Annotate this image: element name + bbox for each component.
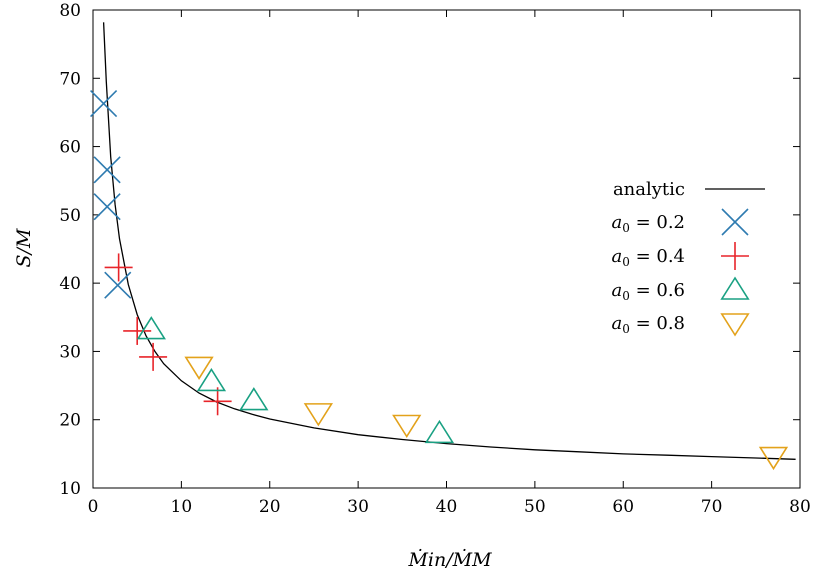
legend-label: a0 = 0.2 [611, 212, 685, 235]
legend-marker [721, 208, 749, 236]
data-point [104, 271, 132, 299]
marker-shape [303, 403, 334, 427]
data-point [758, 446, 789, 471]
legend-sub: 0 [622, 322, 630, 336]
legend-label: a0 = 0.4 [611, 246, 685, 269]
marker-stroke [93, 156, 121, 184]
analytic-curve-group [102, 22, 796, 460]
x-tick-label: 40 [436, 497, 458, 517]
data-point [90, 89, 118, 118]
legend-label-analytic: analytic [613, 179, 685, 200]
marker-shape [184, 356, 214, 380]
analytic-curve [102, 22, 796, 460]
legend-var: a [611, 212, 622, 233]
marker-stroke [90, 89, 118, 118]
x-tick-label: 20 [259, 497, 281, 517]
legend-var: a [611, 246, 622, 267]
data-point [93, 193, 121, 221]
legend-marker [720, 276, 750, 300]
data-point [136, 316, 166, 340]
data-point [184, 356, 214, 380]
x-tick-label: 80 [789, 497, 811, 517]
x-axis-label: Ṁin/ṀM [407, 548, 492, 571]
x-tick-label: 60 [612, 497, 634, 517]
y-tick-label: 30 [59, 342, 81, 362]
legend-value: = 0.2 [630, 212, 685, 233]
data-point [239, 387, 269, 411]
data-point [392, 414, 422, 438]
legend-value: = 0.4 [630, 246, 685, 267]
legend-sub: 0 [622, 289, 630, 303]
y-tick-label: 20 [59, 411, 81, 431]
plot-frame [92, 9, 801, 489]
legend-value: = 0.8 [630, 313, 685, 334]
x-tick-label: 30 [347, 497, 369, 517]
legend-marker [721, 242, 749, 270]
legend-label: a0 = 0.8 [611, 313, 685, 336]
axis-ticks: 0 10 20 30 40 50 60 70 80 10 20 30 40 50 60 70 80 [59, 1, 810, 517]
data-points [90, 89, 789, 471]
marker-shape [392, 414, 422, 438]
data-point [93, 156, 121, 184]
data-point [104, 253, 133, 282]
x-tick-label: 0 [88, 497, 99, 517]
legend-var: a [611, 280, 622, 301]
x-tick-label: 50 [524, 497, 546, 517]
marker-shape [196, 367, 227, 392]
legend-value: = 0.6 [630, 280, 685, 301]
legend-label: a0 = 0.6 [611, 280, 685, 303]
data-point [196, 367, 227, 392]
y-tick-label: 40 [59, 274, 81, 294]
y-tick-label: 10 [59, 479, 81, 499]
y-tick-label: 50 [59, 206, 81, 226]
marker-shape [424, 419, 455, 444]
plot-axes [92, 9, 801, 489]
marker-shape [720, 313, 750, 337]
marker-shape [239, 387, 269, 411]
marker-shape [136, 316, 166, 340]
y-axis-label: S/M [13, 228, 35, 267]
marker-stroke [104, 271, 132, 299]
data-point [424, 419, 455, 444]
y-tick-label: 80 [59, 1, 81, 21]
x-tick-label: 10 [171, 497, 193, 517]
x-tick-label: 70 [701, 497, 723, 517]
data-point [203, 387, 232, 416]
legend-marker [720, 313, 750, 337]
legend-sub: 0 [622, 221, 630, 235]
y-tick-label: 60 [59, 138, 81, 158]
data-point [303, 403, 334, 427]
data-point [123, 316, 152, 345]
data-point [139, 342, 168, 371]
legend-var: a [611, 313, 622, 334]
marker-stroke [93, 193, 121, 221]
marker-shape [758, 446, 789, 471]
y-tick-label: 70 [59, 69, 81, 89]
legend-sub: 0 [622, 255, 630, 269]
marker-shape [720, 276, 750, 300]
marker-stroke [721, 208, 749, 236]
